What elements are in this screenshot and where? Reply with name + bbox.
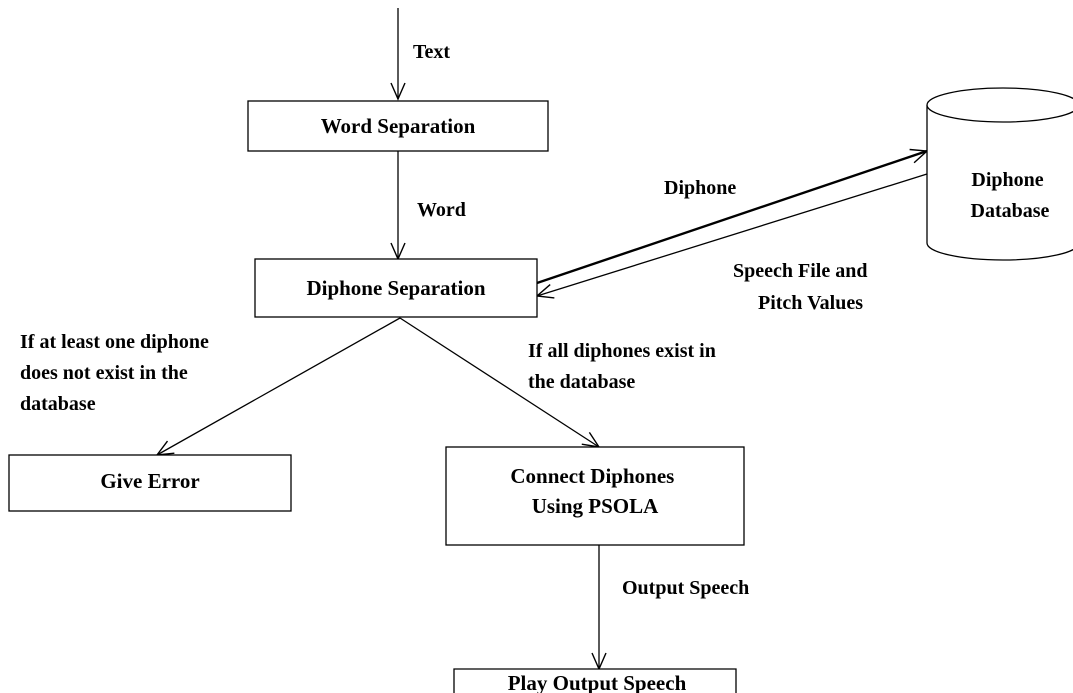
edge-label-output-speech: Output Speech (622, 577, 749, 599)
edge-label-if-all-exist: If all diphones exist in the database (528, 340, 721, 393)
edge-label-if-missing: If at least one diphone does not exist i… (20, 331, 214, 415)
edge-label-if-all-exist-line1: If all diphones exist in (528, 340, 716, 362)
success-branch-arrow (399, 317, 601, 448)
diphone-request-arrow (536, 148, 929, 285)
play-output-speech-label: Play Output Speech (508, 671, 687, 693)
diphone-database-cylinder (926, 87, 1073, 261)
edge-label-diphone: Diphone (664, 177, 736, 199)
edge-label-if-missing-line2: does not exist in the (20, 362, 188, 384)
diphone-separation-label: Diphone Separation (306, 276, 485, 300)
give-error-box (8, 454, 292, 512)
edge-label-speech-file: Speech File and Pitch Values (733, 260, 872, 314)
edge-label-if-missing-line1: If at least one diphone (20, 331, 209, 353)
connect-diphones-label-line2: Using PSOLA (532, 494, 659, 518)
word-separation-label: Word Separation (321, 114, 476, 138)
diphone-separation-box (254, 258, 538, 318)
connect-diphones-box (445, 446, 745, 546)
diphone-database-label-line2: Database (971, 200, 1050, 222)
word-separation-box (247, 100, 549, 152)
connect-diphones-label: Connect Diphones Using PSOLA (510, 464, 679, 518)
edge-label-speech-file-line1: Speech File and (733, 260, 867, 282)
error-branch-arrow (155, 317, 401, 456)
speech-file-return-arrow (535, 173, 928, 299)
edge-label-text: Text (413, 41, 450, 63)
edge-label-if-all-exist-line2: the database (528, 371, 635, 393)
diphone-database-label-line1: Diphone (971, 169, 1043, 191)
edge-label-word: Word (417, 199, 466, 221)
diphone-database-label: Diphone Database (971, 169, 1050, 222)
edge-label-if-missing-line3: database (20, 393, 96, 415)
play-output-speech-box (453, 668, 737, 693)
edge-label-speech-file-line2: Pitch Values (758, 292, 863, 314)
give-error-label: Give Error (100, 469, 199, 493)
connect-diphones-label-line1: Connect Diphones (510, 464, 674, 488)
